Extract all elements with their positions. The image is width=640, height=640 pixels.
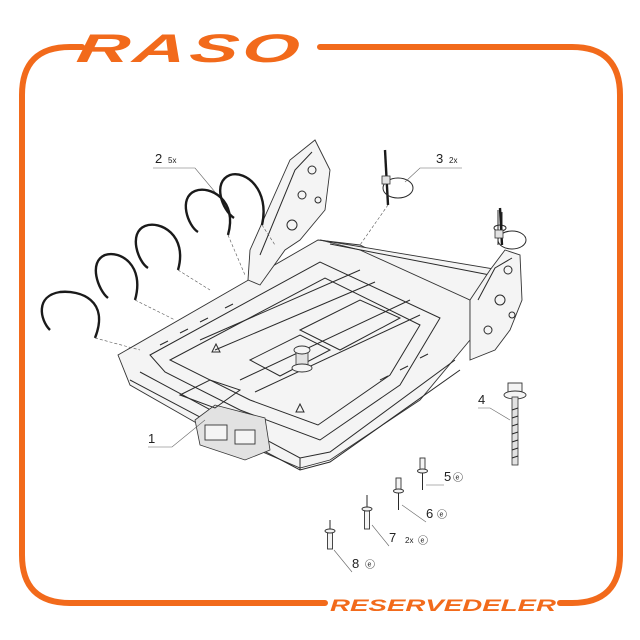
spring-clips xyxy=(40,173,276,351)
svg-text:1: 1 xyxy=(148,431,155,446)
svg-text:e: e xyxy=(421,538,425,545)
svg-text:e: e xyxy=(456,475,460,482)
svg-text:2x: 2x xyxy=(405,536,413,545)
callout-1[interactable]: 1 xyxy=(148,419,206,448)
brand-logo[interactable]: RASO xyxy=(74,26,306,71)
seat-frame-assembly xyxy=(117,139,523,471)
callout-8[interactable]: 8 e xyxy=(333,549,375,573)
bolt xyxy=(503,382,527,466)
svg-text:2x: 2x xyxy=(449,156,457,165)
callout-3[interactable]: 3 2x xyxy=(404,151,462,183)
brand-frame xyxy=(19,44,623,606)
rivets xyxy=(324,457,428,550)
svg-text:e: e xyxy=(368,562,372,569)
svg-text:3: 3 xyxy=(436,151,443,166)
svg-text:5x: 5x xyxy=(168,156,176,165)
svg-text:4: 4 xyxy=(478,392,485,407)
svg-text:8: 8 xyxy=(352,556,359,571)
svg-text:2: 2 xyxy=(155,151,162,166)
callout-6[interactable]: 6 e xyxy=(401,504,447,523)
callout-7[interactable]: 7 2x e xyxy=(371,524,428,547)
svg-text:6: 6 xyxy=(426,506,433,521)
brand-tagline: RESERVEDELER xyxy=(330,596,557,615)
callout-4[interactable]: 4 xyxy=(478,392,511,421)
callout-2[interactable]: 2 5x xyxy=(153,151,216,193)
svg-text:5: 5 xyxy=(444,469,451,484)
svg-text:e: e xyxy=(440,512,444,519)
cable-ties xyxy=(359,149,527,250)
callout-5[interactable]: 5 e xyxy=(426,469,463,486)
svg-text:7: 7 xyxy=(389,530,396,545)
